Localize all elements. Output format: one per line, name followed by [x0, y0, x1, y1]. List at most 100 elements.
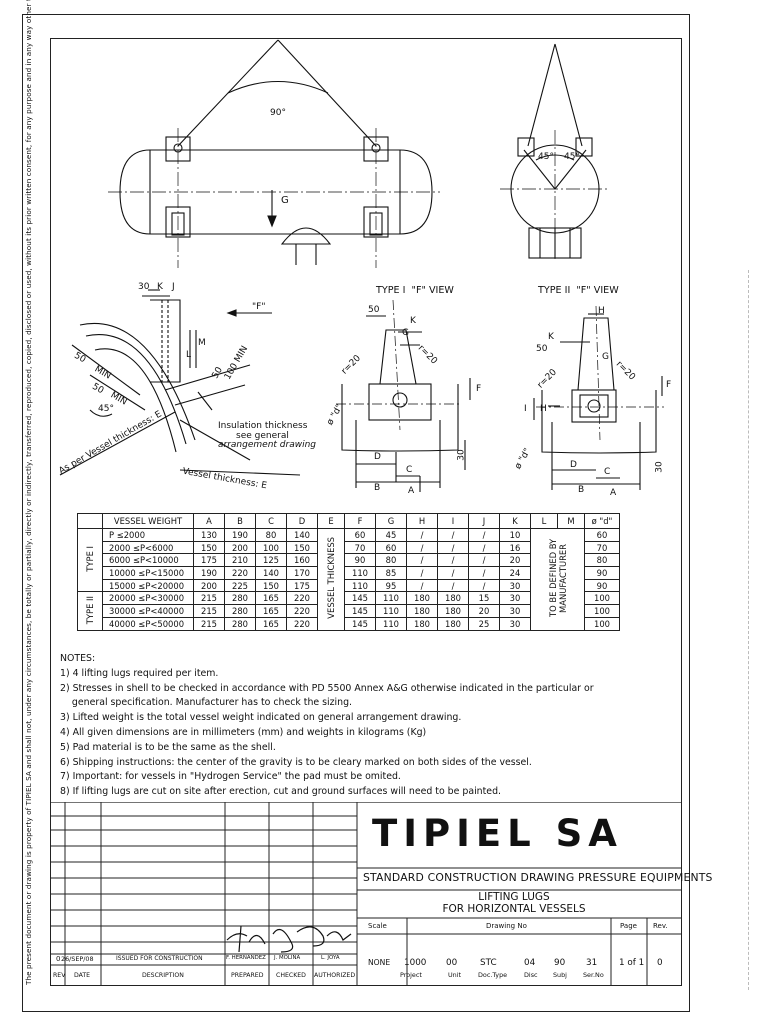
note-item: general specification. Manufacturer has … — [60, 697, 353, 709]
subtitle-line-1: LIFTING LUGS — [478, 891, 550, 903]
company-logo-text: TIPIEL SA — [372, 812, 623, 855]
table-cell: 180 — [406, 604, 438, 618]
table-cell: / — [468, 578, 500, 593]
col-date-label: DATE — [74, 972, 91, 979]
table-cell: 145 — [344, 604, 376, 618]
table-cell: 60 — [584, 528, 620, 542]
dim-50-a: 50 — [72, 350, 88, 366]
rev-row-authorized: L. JOYA — [321, 955, 340, 961]
table-cell: 45 — [375, 528, 407, 542]
table-header-row: VESSEL WEIGHT A B C D E F G H I J K L M … — [77, 513, 620, 529]
table-cell: 170 — [286, 566, 318, 580]
manufacturer-defined-column: TO BE DEFINED BY MANUFACTURER — [530, 528, 585, 631]
table-cell: / — [437, 578, 469, 593]
table-cell: 80 — [375, 553, 407, 568]
col-rev-label: REV — [53, 972, 66, 979]
table-cell: 125 — [255, 553, 287, 568]
table-cell: 30 — [499, 591, 531, 606]
table-cell: / — [406, 578, 438, 593]
drawing-frame — [50, 38, 682, 986]
table-cell: / — [437, 540, 469, 555]
table-cell: 165 — [255, 591, 287, 606]
table-cell: 100 — [584, 591, 620, 606]
note-item: 2) Stresses in shell to be checked in ac… — [60, 682, 594, 694]
table-cell: 60 — [375, 540, 407, 555]
table-cell: 220 — [286, 604, 318, 618]
table-cell: 20000 ≤P<30000 — [102, 591, 194, 606]
col-header: A — [193, 513, 225, 529]
table-cell: / — [437, 566, 469, 580]
col-header: D — [286, 513, 318, 529]
drawing-no-label: Drawing No — [486, 922, 527, 930]
col-authorized-label: AUTHORIZED — [314, 972, 356, 979]
t1-d: ø "d" — [325, 402, 346, 428]
table-cell: P ≤2000 — [102, 528, 194, 542]
note-item: 7) Important: for vessels in "Hydrogen S… — [60, 771, 401, 783]
vessel-thickness-column: VESSEL THICKNESS — [317, 528, 345, 631]
vessel-side-view — [108, 39, 440, 268]
table-cell: 16 — [499, 540, 531, 555]
insulation-label-2: see general — [236, 431, 289, 441]
angle-45-right: 45° — [564, 152, 580, 162]
t1-r20-a: r=20 — [339, 353, 363, 377]
table-cell: 95 — [375, 578, 407, 593]
serno-value: 31 — [586, 958, 598, 968]
table-cell: 200 — [193, 578, 225, 593]
table-cell: 145 — [344, 591, 376, 606]
t2-B: B — [578, 485, 585, 495]
lug-detail-section — [59, 289, 301, 476]
table-cell: 175 — [286, 578, 318, 593]
table-cell: 200 — [224, 540, 256, 555]
t1-50: 50 — [368, 305, 380, 315]
title-block-grid — [51, 802, 681, 985]
table-cell: 180 — [406, 616, 438, 631]
table-cell: 30 — [499, 578, 531, 593]
type1-group-label: TYPE I — [77, 527, 103, 593]
dimension-table: VESSEL WEIGHT A B C D E F G H I J K L M … — [77, 513, 620, 631]
table-cell: 110 — [344, 566, 376, 580]
disc-sublabel: Disc — [524, 971, 538, 979]
vessel-end-view — [500, 43, 610, 262]
table-cell: 130 — [193, 528, 225, 542]
table-cell: 30000 ≤P<40000 — [102, 604, 194, 618]
dim-50-b: 50 — [90, 381, 106, 397]
rev-row-rev: 0 — [56, 955, 61, 963]
table-cell: 280 — [224, 591, 256, 606]
unit-sublabel: Unit — [448, 971, 462, 979]
table-cell: 165 — [255, 616, 287, 631]
drawing-subtitle: LIFTING LUGS FOR HORIZONTAL VESSELS — [434, 891, 594, 915]
col-header: C — [255, 513, 287, 529]
dim-50-c: 50 — [210, 365, 225, 381]
table-cell: 100 — [255, 540, 287, 555]
table-cell: 145 — [344, 616, 376, 631]
t2-h-top: H — [598, 306, 605, 316]
type2-group-label: TYPE II — [77, 591, 103, 631]
table-cell: 165 — [255, 604, 287, 618]
note-item: 3) Lifted weight is the total vessel wei… — [60, 712, 462, 724]
dim-100-min: 100 MIN — [222, 344, 251, 382]
note-item: 1) 4 lifting lugs required per item. — [60, 667, 219, 679]
table-cell: 90 — [584, 578, 620, 593]
note-item: 6) Shipping instructions: the center of … — [60, 756, 532, 768]
table-cell: 190 — [224, 528, 256, 542]
col-header: K — [499, 513, 531, 529]
note-item: 8) If lifting lugs are cut on site after… — [60, 786, 501, 798]
dim-45-label: 45° — [98, 404, 114, 414]
table-cell: 15000 ≤P<20000 — [102, 578, 194, 593]
table-cell: 150 — [193, 540, 225, 555]
type2-f-view — [533, 305, 664, 490]
type1-f-view — [336, 299, 471, 492]
t2-r20-a: r=20 — [535, 367, 559, 391]
angle-45-left: 45° — [538, 152, 554, 162]
t1-C: C — [406, 465, 413, 475]
t1-B: B — [374, 483, 381, 493]
t1-D: D — [374, 452, 381, 462]
page-label: Page — [620, 922, 637, 930]
vessel-thickness-text: VESSEL THICKNESS — [326, 537, 336, 620]
scale-value: NONE — [368, 958, 391, 967]
table-cell: 10000 ≤P<15000 — [102, 566, 194, 580]
col-header: E — [317, 513, 345, 529]
